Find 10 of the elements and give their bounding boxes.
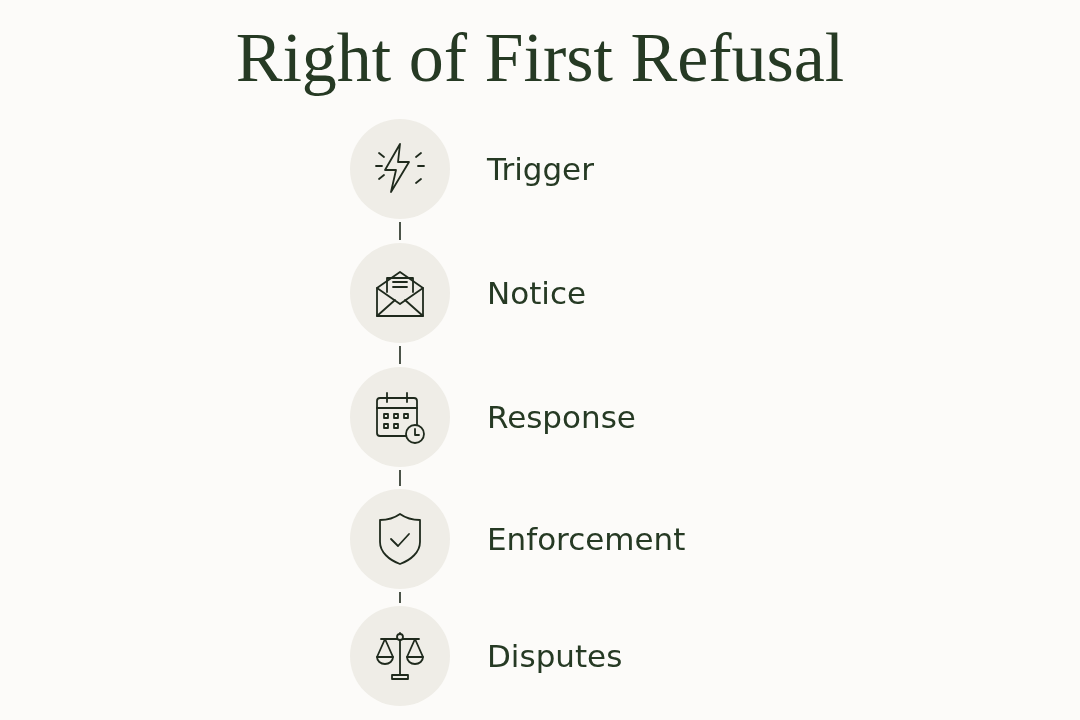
step-label: Disputes bbox=[487, 638, 623, 674]
connector-line bbox=[399, 591, 401, 604]
connector-line bbox=[399, 221, 401, 241]
connector-line bbox=[399, 469, 401, 487]
step-label: Trigger bbox=[487, 151, 594, 187]
step-label: Enforcement bbox=[487, 521, 686, 557]
connector-line bbox=[399, 345, 401, 365]
step-label: Response bbox=[487, 399, 636, 435]
step-label: Notice bbox=[487, 275, 587, 311]
title: Right of First Refusal bbox=[235, 18, 845, 98]
